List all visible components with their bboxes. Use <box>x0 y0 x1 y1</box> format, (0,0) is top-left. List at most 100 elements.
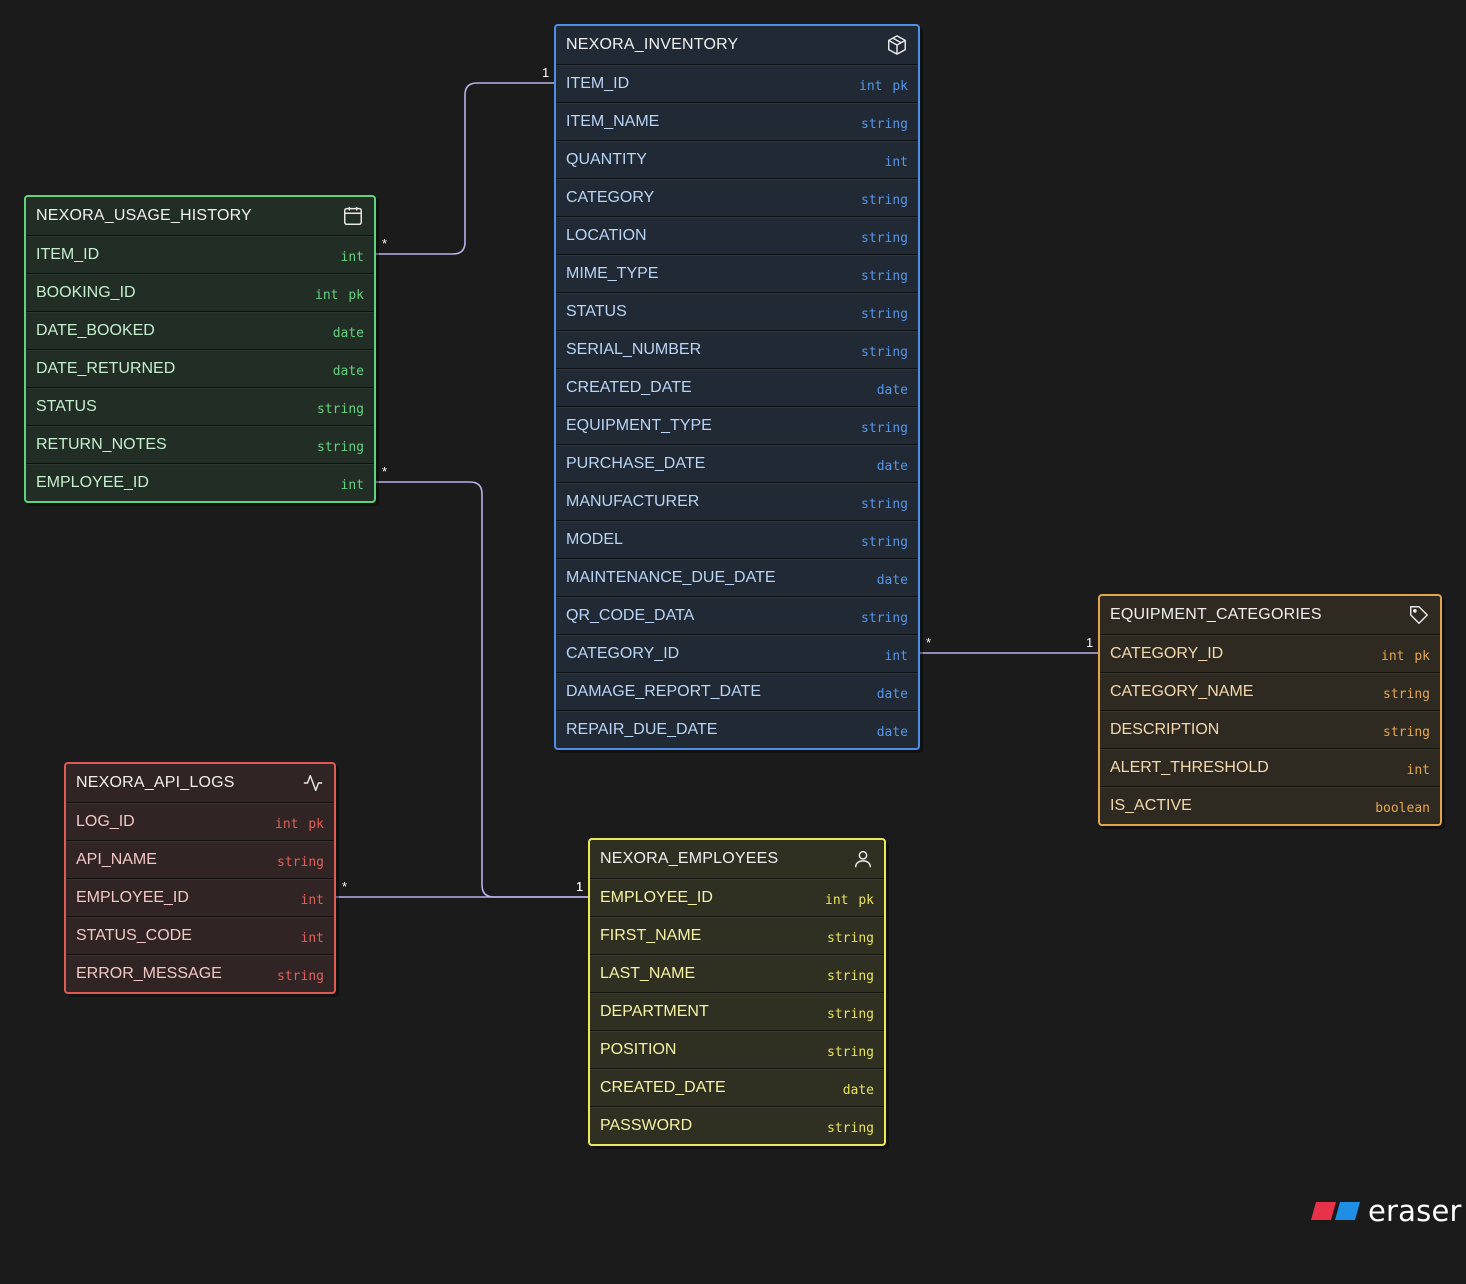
field-type: string <box>861 610 908 626</box>
entity-header: NEXORA_USAGE_HISTORY <box>26 197 374 235</box>
field-name: IS_ACTIVE <box>1110 796 1192 814</box>
field-name: SERIAL_NUMBER <box>566 340 702 358</box>
brand-name: eraser <box>1368 1194 1462 1228</box>
field-row[interactable]: DEPARTMENT string <box>590 992 884 1030</box>
field-name: ITEM_ID <box>566 74 630 92</box>
relationship-line[interactable] <box>376 82 554 255</box>
field-type: string <box>317 401 364 417</box>
field-type: date <box>332 363 364 379</box>
field-row[interactable]: ITEM_ID int pk <box>556 64 918 102</box>
field-type: int <box>884 154 908 170</box>
field-row[interactable]: STATUS string <box>26 387 374 425</box>
field-name: RETURN_NOTES <box>36 435 167 453</box>
field-type: date <box>876 382 908 398</box>
field-name: FIRST_NAME <box>600 926 702 944</box>
field-type: int pk <box>315 287 364 303</box>
field-name: STATUS <box>36 397 97 415</box>
field-name: CREATED_DATE <box>566 378 692 396</box>
field-type: int <box>300 892 324 908</box>
field-type: int pk <box>825 892 874 908</box>
field-name: LOG_ID <box>76 812 135 830</box>
field-row[interactable]: FIRST_NAME string <box>590 916 884 954</box>
field-type: string <box>861 306 908 322</box>
field-row[interactable]: MIME_TYPE string <box>556 254 918 292</box>
field-row[interactable]: ERROR_MESSAGE string <box>66 954 334 992</box>
entity-header: NEXORA_API_LOGS <box>66 764 334 802</box>
cardinality-label: 1 <box>576 879 584 894</box>
field-name: POSITION <box>600 1040 677 1058</box>
field-type: string <box>861 344 908 360</box>
field-name: REPAIR_DUE_DATE <box>566 720 718 738</box>
field-name: QUANTITY <box>566 150 647 168</box>
field-name: MANUFACTURER <box>566 492 700 510</box>
field-type: int pk <box>859 78 908 94</box>
field-name: MIME_TYPE <box>566 264 659 282</box>
field-type: string <box>827 930 874 946</box>
field-type: int <box>340 249 364 265</box>
field-row[interactable]: CREATED_DATE date <box>556 368 918 406</box>
field-name: DATE_BOOKED <box>36 321 155 339</box>
field-type: string <box>861 192 908 208</box>
entity-title: NEXORA_EMPLOYEES <box>600 850 779 867</box>
field-row[interactable]: DESCRIPTION string <box>1100 710 1440 748</box>
field-name: PASSWORD <box>600 1116 693 1134</box>
entity-title: NEXORA_API_LOGS <box>76 774 235 791</box>
field-type: string <box>827 1006 874 1022</box>
field-name: API_NAME <box>76 850 157 868</box>
cardinality-label: * <box>342 879 348 894</box>
field-name: DESCRIPTION <box>1110 720 1220 738</box>
field-name: DEPARTMENT <box>600 1002 709 1020</box>
field-name: CATEGORY_NAME <box>1110 682 1254 700</box>
field-row[interactable]: API_NAME string <box>66 840 334 878</box>
field-row[interactable]: EMPLOYEE_ID int <box>66 878 334 916</box>
field-row[interactable]: QUANTITY int <box>556 140 918 178</box>
field-type: string <box>861 268 908 284</box>
field-name: EMPLOYEE_ID <box>76 888 189 906</box>
field-type: string <box>861 116 908 132</box>
field-type: string <box>277 968 324 984</box>
field-name: MAINTENANCE_DUE_DATE <box>566 568 776 586</box>
entity-title: NEXORA_INVENTORY <box>566 36 739 53</box>
field-type: string <box>277 854 324 870</box>
field-name: ERROR_MESSAGE <box>76 964 222 982</box>
field-type: string <box>1383 724 1430 740</box>
field-row[interactable]: SERIAL_NUMBER string <box>556 330 918 368</box>
field-name: PURCHASE_DATE <box>566 454 706 472</box>
